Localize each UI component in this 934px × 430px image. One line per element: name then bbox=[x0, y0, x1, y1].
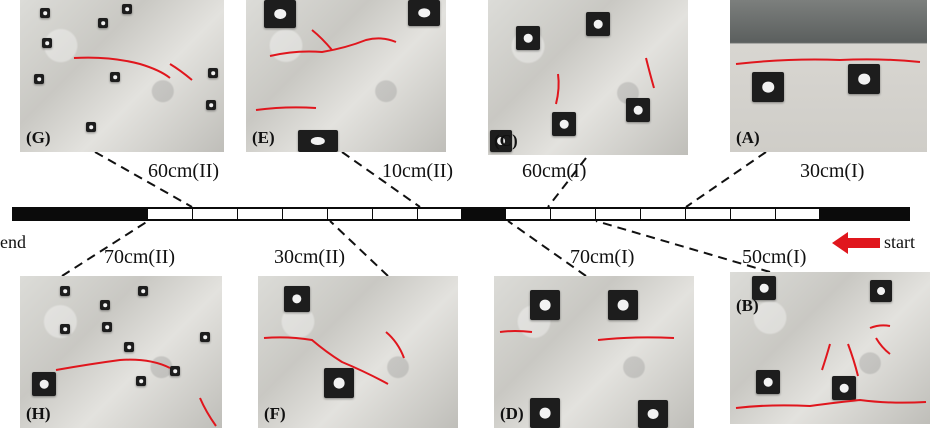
crack-line bbox=[263, 331, 405, 385]
target-marker bbox=[408, 0, 440, 26]
target-marker bbox=[324, 368, 354, 398]
target-marker bbox=[552, 112, 576, 136]
target-marker bbox=[626, 98, 650, 122]
target-marker bbox=[40, 8, 50, 18]
track-cell bbox=[418, 209, 462, 219]
target-marker bbox=[530, 290, 560, 320]
photo-label: (G) bbox=[26, 128, 51, 147]
target-marker bbox=[206, 100, 216, 110]
crack-line bbox=[499, 330, 675, 341]
distance-label-b: 50cm(I) bbox=[742, 246, 807, 268]
target-marker bbox=[870, 280, 892, 302]
target-marker bbox=[100, 300, 110, 310]
crack-line bbox=[735, 324, 927, 409]
track-cell bbox=[641, 209, 686, 219]
track-cell bbox=[283, 209, 328, 219]
leader-line-a bbox=[685, 151, 767, 208]
distance-label-h: 70cm(II) bbox=[104, 246, 176, 268]
start-label: start bbox=[884, 232, 915, 252]
target-marker bbox=[638, 400, 668, 428]
photo-d: (D) bbox=[494, 276, 694, 428]
photo-h: (H) bbox=[20, 276, 222, 428]
target-marker bbox=[298, 130, 338, 152]
photo-label: (E) bbox=[252, 128, 275, 147]
target-marker bbox=[122, 4, 132, 14]
distance-label-e: 10cm(II) bbox=[382, 160, 454, 182]
target-marker bbox=[752, 72, 784, 102]
track-cell bbox=[193, 209, 238, 219]
slope-track bbox=[12, 207, 910, 221]
distance-label-f: 30cm(II) bbox=[274, 246, 346, 268]
target-marker bbox=[586, 12, 610, 36]
target-marker bbox=[42, 38, 52, 48]
target-marker bbox=[34, 74, 44, 84]
distance-label-d: 70cm(I) bbox=[570, 246, 635, 268]
target-marker bbox=[208, 68, 218, 78]
track-cell bbox=[731, 209, 776, 219]
target-marker bbox=[200, 332, 210, 342]
target-marker bbox=[60, 324, 70, 334]
track-cell bbox=[148, 209, 193, 219]
photo-label: (B) bbox=[736, 296, 759, 315]
target-marker bbox=[98, 18, 108, 28]
photo-a: (A) bbox=[730, 0, 927, 152]
target-marker bbox=[848, 64, 880, 94]
crack-line bbox=[55, 358, 217, 427]
target-marker bbox=[832, 376, 856, 400]
target-marker bbox=[32, 372, 56, 396]
target-marker bbox=[284, 286, 310, 312]
crack-line bbox=[735, 58, 921, 65]
distance-label-a: 30cm(I) bbox=[800, 160, 865, 182]
end-label: end bbox=[0, 232, 26, 252]
target-marker bbox=[490, 130, 512, 152]
target-marker bbox=[102, 322, 112, 332]
target-marker bbox=[138, 286, 148, 296]
direction-arrow-icon bbox=[832, 232, 880, 254]
distance-label-c: 60cm(I) bbox=[522, 160, 587, 182]
photo-e: (E) bbox=[246, 0, 446, 152]
photo-f: (F) bbox=[258, 276, 458, 428]
target-marker bbox=[60, 286, 70, 296]
track-cell bbox=[238, 209, 283, 219]
track-cell bbox=[551, 209, 596, 219]
photo-label: (D) bbox=[500, 404, 524, 423]
crack-line bbox=[255, 29, 397, 111]
target-marker bbox=[170, 366, 180, 376]
photo-g: (G) bbox=[20, 0, 224, 152]
target-marker bbox=[136, 376, 146, 386]
crack-line bbox=[73, 56, 193, 81]
photo-c: (C) bbox=[488, 0, 688, 155]
photo-label: (H) bbox=[26, 404, 51, 423]
track-cell bbox=[328, 209, 373, 219]
photo-label: (C) bbox=[494, 131, 518, 150]
target-marker bbox=[86, 122, 96, 132]
target-marker bbox=[516, 26, 540, 50]
track-cell bbox=[596, 209, 641, 219]
track-cell bbox=[776, 209, 820, 219]
target-marker bbox=[110, 72, 120, 82]
track-cell bbox=[373, 209, 418, 219]
target-marker bbox=[530, 398, 560, 428]
distance-label-g: 60cm(II) bbox=[148, 160, 220, 182]
target-marker bbox=[124, 342, 134, 352]
target-marker bbox=[264, 0, 296, 28]
photo-b: (B) bbox=[730, 272, 930, 424]
track-cell bbox=[686, 209, 731, 219]
target-marker bbox=[752, 276, 776, 300]
photo-label: (A) bbox=[736, 128, 760, 147]
crack-line bbox=[555, 57, 655, 105]
photo-label: (F) bbox=[264, 404, 286, 423]
track-cell bbox=[506, 209, 551, 219]
target-marker bbox=[608, 290, 638, 320]
target-marker bbox=[756, 370, 780, 394]
